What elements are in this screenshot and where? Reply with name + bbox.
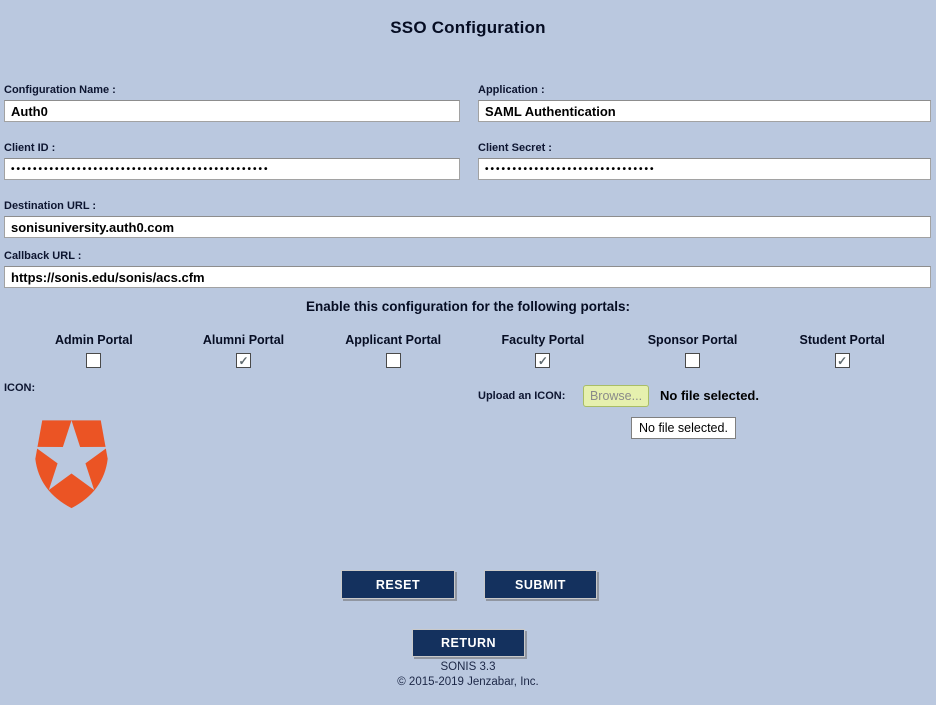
destination-url-input[interactable] [4,216,931,238]
portal-label-faculty: Faculty Portal [501,333,585,347]
application-label: Application : [478,84,545,96]
checkbox-sponsor-portal[interactable] [685,353,701,368]
no-file-selected-tooltip: No file selected. [631,417,736,439]
portal-col-alumni: Alumni Portal [169,333,319,368]
portal-label-admin: Admin Portal [54,333,133,347]
footer-copyright: © 2015-2019 Jenzabar, Inc. [397,676,539,688]
reset-button[interactable]: RESET [341,570,455,599]
portal-col-faculty: Faculty Portal [468,333,618,368]
application-input[interactable] [478,100,931,122]
checkbox-faculty-portal[interactable] [535,353,551,368]
client-id-input[interactable] [4,158,460,180]
client-secret-field-group: Client Secret : [478,142,931,180]
callback-url-input[interactable] [4,266,931,288]
destination-url-field-group: Destination URL : [4,200,931,238]
page-title: SSO Configuration [390,18,546,37]
client-id-label: Client ID : [4,142,56,154]
auth0-shield-logo-icon [33,420,110,510]
callback-url-field-group: Callback URL : [4,250,931,288]
portals-row: Admin Portal Alumni Portal Applicant Por… [19,333,917,368]
configuration-name-input[interactable] [4,100,460,122]
configuration-name-label: Configuration Name : [4,84,116,96]
client-secret-label: Client Secret : [478,142,552,154]
client-secret-input[interactable] [478,158,931,180]
portal-col-student: Student Portal [767,333,917,368]
portal-label-student: Student Portal [799,333,885,347]
checkbox-alumni-portal[interactable] [236,353,251,368]
portals-heading: Enable this configuration for the follow… [306,299,630,314]
portal-label-applicant: Applicant Portal [345,333,442,347]
submit-button[interactable]: SUBMIT [484,570,597,599]
checkbox-applicant-portal[interactable] [385,353,401,368]
checkbox-student-portal[interactable] [834,353,850,368]
browse-button[interactable]: Browse... [583,385,649,407]
checkbox-admin-portal[interactable] [86,353,102,368]
callback-url-label: Callback URL : [4,250,82,262]
upload-icon-label: Upload an ICON: [478,390,566,402]
portal-col-sponsor: Sponsor Portal [618,333,768,368]
portal-label-sponsor: Sponsor Portal [647,333,738,347]
no-file-selected-text: No file selected. [660,388,759,403]
icon-label: ICON: [4,382,36,394]
portal-col-applicant: Applicant Portal [318,333,468,368]
client-id-field-group: Client ID : [4,142,460,180]
return-button[interactable]: RETURN [412,629,525,657]
portal-col-admin: Admin Portal [19,333,169,368]
footer-version: SONIS 3.3 [440,661,496,673]
application-field-group: Application : [478,84,931,122]
destination-url-label: Destination URL : [4,200,97,212]
portal-label-alumni: Alumni Portal [202,333,285,347]
configuration-name-field-group: Configuration Name : [4,84,460,122]
